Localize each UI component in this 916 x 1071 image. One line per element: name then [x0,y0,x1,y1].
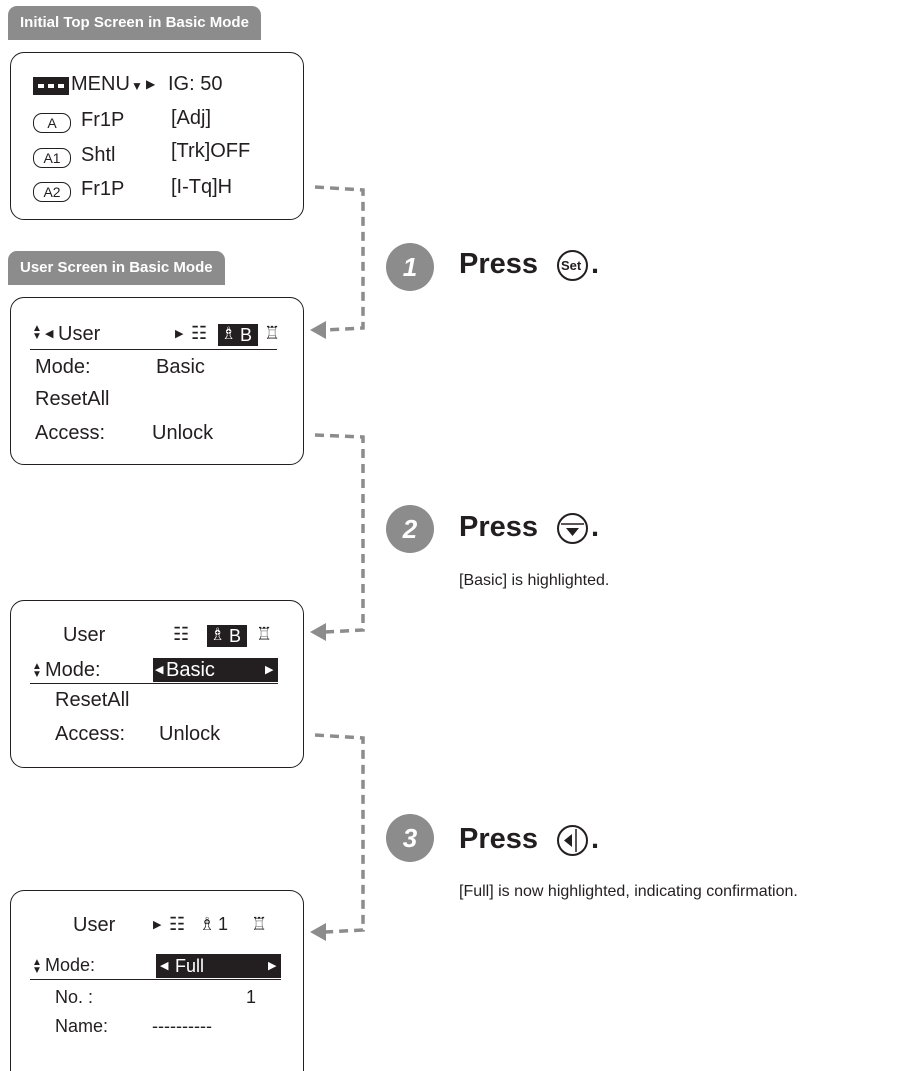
connector-3 [314,733,365,934]
list-icon: ☷ [191,323,208,343]
mode-label: Mode: [45,955,96,975]
user-title: User [63,624,106,646]
right-arrow-icon: ▶ [268,960,277,972]
user-title: User [58,323,101,345]
ig-value: IG: 50 [168,73,223,95]
list-icon: ☷ [173,624,190,644]
connector-2 [314,433,365,634]
person-icon: ♗ [221,324,237,343]
access-label: Access: [55,723,126,745]
up-down-arrow-icon: ▲▼ [32,661,42,680]
camera-settings-icon: ♖ [251,914,268,934]
title-underline [30,349,277,350]
set-button-icon: Set [557,250,588,281]
left-arrow-icon: ◀ [160,960,169,972]
row3-value: [I-Tq]H [171,176,233,198]
user-basic-tab-icon: ♗ B [207,625,247,647]
step-2-number: 2 [386,505,434,553]
camera-settings-icon: ♖ [264,323,281,343]
menu-icon [33,77,69,95]
left-arrow-icon: ◀ [45,328,54,340]
mode-value: Basic [156,356,205,378]
tab-number: 1 [218,914,229,934]
person-icon: ♗ [210,625,226,644]
reset-all-label: ResetAll [55,689,130,711]
badge-a: A [33,113,71,133]
left-button-icon [557,825,588,856]
no-label: No. : [55,987,94,1007]
mode-value: Full [175,956,205,976]
user-screen-basic: ▲▼ ◀ User ▶ ☷ ♗ B ♖ Mode: Basic ResetAll… [10,297,304,465]
name-label: Name: [55,1016,109,1036]
name-value: ---------- [152,1016,212,1036]
right-arrow-icon: ▶ [175,328,184,340]
down-arrow-icon: ▼ [131,79,143,93]
up-down-arrow-icon: ▲▼ [32,323,42,342]
set-button-label: Set [561,258,582,273]
arrowhead-3 [310,923,326,941]
step-3-number: 3 [386,814,434,862]
step-1-period: . [591,248,600,280]
up-down-arrow-icon: ▲▼ [32,957,42,976]
person-icon: ♗ [199,914,216,934]
badge-a1: A1 [33,148,71,168]
right-arrow-icon: ▶ [146,77,156,91]
camera-settings-icon: ♖ [256,624,273,644]
access-value: Unlock [159,723,221,745]
reset-all-label: ResetAll [35,388,110,410]
arrowhead-2 [310,623,326,641]
step-2-period: . [591,511,600,543]
right-arrow-icon: ▶ [265,664,274,676]
list-icon: ☷ [169,914,186,934]
row1-name: Fr1P [81,109,125,131]
mode-label: Mode: [35,356,91,378]
user-basic-tab-icon: ♗ B [218,324,258,346]
tab-b-label: B [229,626,242,646]
row2-value: [Trk]OFF [171,140,251,162]
step-2-note: [Basic] is highlighted. [459,572,610,589]
mode-label: Mode: [45,659,101,681]
no-value: 1 [246,987,257,1007]
left-arrow-icon: ◀ [155,664,164,676]
access-label: Access: [35,422,106,444]
access-value: Unlock [152,422,214,444]
user-screen-label: User Screen in Basic Mode [8,251,225,285]
mode-value: Basic [166,659,215,681]
arrowhead-1 [310,321,326,339]
step-3-period: . [591,823,600,855]
badge-a2: A2 [33,182,71,202]
right-arrow-icon: ▶ [153,919,162,931]
row3-name: Fr1P [81,178,125,200]
mode-underline [30,683,278,684]
user-title: User [73,914,116,936]
step-3-text: Press [459,823,539,855]
step-1-text: Press [459,248,539,280]
mode-value-highlight: ◀ Full ▶ [156,954,281,978]
row2-name: Shtl [81,144,116,166]
initial-top-screen: MENU ▼ ▶ IG: 50 A Fr1P [Adj] A1 Shtl [Tr… [10,52,304,220]
row1-value: [Adj] [171,107,212,129]
mode-value-highlight: ◀ Basic ▶ [153,658,278,682]
connector-1 [314,185,365,332]
step-1-number: 1 [386,243,434,291]
mode-underline [30,979,281,980]
user-screen-basic-highlighted: User ☷ ♗ B ♖ ▲▼ Mode: ◀ Basic ▶ ResetAll… [10,600,304,768]
step-3-note: [Full] is now highlighted, indicating co… [459,883,798,900]
down-button-icon [557,513,588,544]
menu-label: MENU [71,73,130,95]
step-2-text: Press [459,511,539,543]
initial-top-screen-label: Initial Top Screen in Basic Mode [8,6,261,40]
tab-b-label: B [240,325,253,345]
user-screen-full: User ▶ ☷ ♗ 1 ♖ ▲▼ Mode: ◀ Full ▶ No. : 1… [10,890,304,1071]
